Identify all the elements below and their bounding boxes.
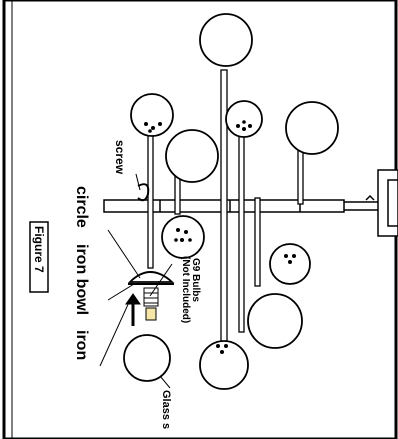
globe-glass [123,334,171,382]
label-not-included: (Not Included) [180,256,191,323]
globe-top [199,13,253,67]
label-iron: iron [73,330,90,360]
globe-center [165,129,219,183]
label-glass: Glass s [160,390,172,429]
globe-upper-mid [225,100,263,138]
leader-lines [99,173,173,389]
label-screw: screw [113,140,127,175]
globe-upper-right [285,101,339,155]
globe-lower-mid [199,340,249,390]
figure-caption: Figure 7 [32,226,46,273]
globes [123,13,339,390]
label-circle: circle [73,186,90,228]
label-iron-bowl: iron bowl [73,244,90,315]
ceiling-canopy [340,169,398,237]
screw-swirl [137,183,150,202]
globe-lower-right [247,293,303,349]
caption-box [29,221,49,293]
label-g9-bulbs: G9 Bulbs [190,258,201,302]
globe-upper-left [130,93,174,137]
g9-bulb [143,287,159,321]
globe-left-mid [161,215,205,259]
insert-arrow [125,293,141,326]
